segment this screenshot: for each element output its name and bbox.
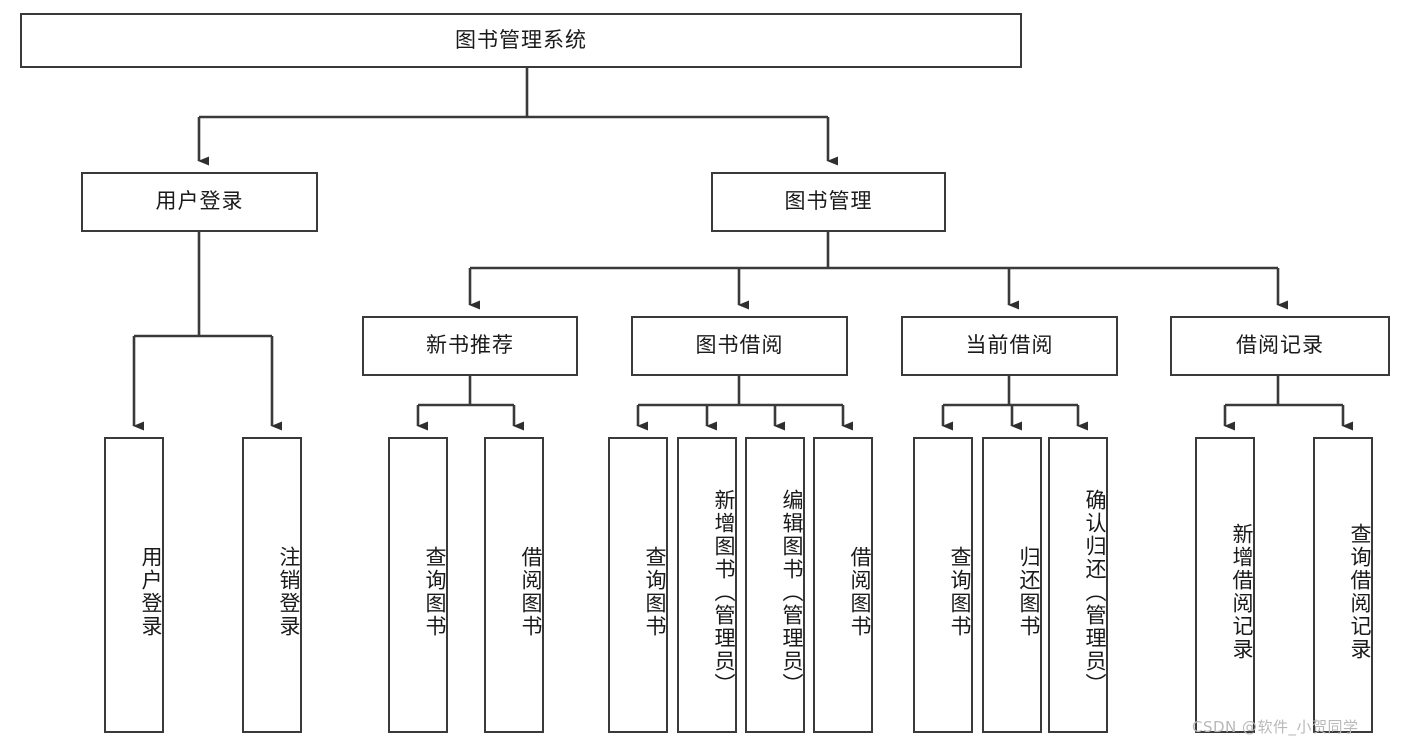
node-label: 查询借阅记录 bbox=[1348, 523, 1372, 661]
node-leaf-return-book[interactable]: 归还图书 bbox=[982, 437, 1042, 733]
node-current-borrow[interactable]: 当前借阅 bbox=[901, 316, 1118, 376]
node-label: 新增图书（管理员） bbox=[712, 488, 736, 696]
node-label: 查询图书 bbox=[948, 546, 972, 638]
node-label: 新增借阅记录 bbox=[1230, 523, 1254, 661]
node-leaf-user-login[interactable]: 用户登录 bbox=[104, 437, 164, 733]
node-label: 图书管理系统 bbox=[455, 27, 587, 52]
node-book-borrow[interactable]: 图书借阅 bbox=[631, 316, 848, 376]
node-book-manage[interactable]: 图书管理 bbox=[711, 172, 946, 232]
node-label: 当前借阅 bbox=[965, 333, 1054, 358]
node-leaf-query-book-current[interactable]: 查询图书 bbox=[913, 437, 973, 733]
node-leaf-borrow-book[interactable]: 借阅图书 bbox=[813, 437, 873, 733]
node-new-book-recommend[interactable]: 新书推荐 bbox=[362, 316, 578, 376]
node-label: 用户登录 bbox=[155, 189, 244, 214]
node-root[interactable]: 图书管理系统 bbox=[20, 13, 1022, 68]
node-label: 注销登录 bbox=[277, 546, 301, 638]
node-leaf-add-borrow-record[interactable]: 新增借阅记录 bbox=[1195, 437, 1255, 733]
node-label: 编辑图书（管理员） bbox=[780, 488, 804, 696]
node-leaf-query-borrow-record[interactable]: 查询借阅记录 bbox=[1313, 437, 1373, 733]
node-leaf-edit-book[interactable]: 编辑图书（管理员） bbox=[745, 437, 805, 733]
node-label: 图书借阅 bbox=[695, 333, 784, 358]
node-label: 查询图书 bbox=[643, 546, 667, 638]
node-borrow-record[interactable]: 借阅记录 bbox=[1170, 316, 1390, 376]
node-label: 借阅记录 bbox=[1236, 333, 1324, 358]
node-label: 图书管理 bbox=[784, 189, 873, 214]
node-label: 借阅图书 bbox=[848, 546, 872, 638]
node-label: 归还图书 bbox=[1017, 546, 1041, 638]
node-user-login[interactable]: 用户登录 bbox=[81, 172, 318, 232]
node-leaf-add-book[interactable]: 新增图书（管理员） bbox=[677, 437, 737, 733]
node-leaf-user-logout[interactable]: 注销登录 bbox=[242, 437, 302, 733]
node-leaf-query-book-borrow[interactable]: 查询图书 bbox=[608, 437, 668, 733]
node-label: 用户登录 bbox=[139, 546, 163, 638]
node-label: 新书推荐 bbox=[426, 333, 514, 358]
node-leaf-borrow-book-recommend[interactable]: 借阅图书 bbox=[484, 437, 544, 733]
node-leaf-query-book-recommend[interactable]: 查询图书 bbox=[388, 437, 448, 733]
node-label: 借阅图书 bbox=[519, 546, 543, 638]
node-leaf-confirm-return[interactable]: 确认归还（管理员） bbox=[1048, 437, 1108, 733]
node-label: 查询图书 bbox=[423, 546, 447, 638]
csdn-watermark: CSDN @软件_小贺同学 bbox=[1192, 718, 1359, 736]
node-label: 确认归还（管理员） bbox=[1083, 488, 1107, 696]
